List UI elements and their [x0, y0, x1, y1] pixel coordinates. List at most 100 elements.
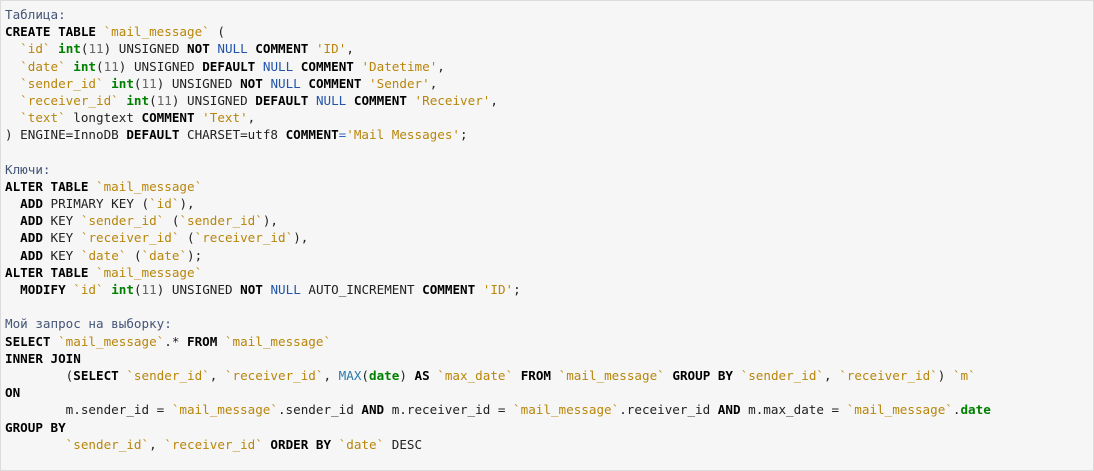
- code-token: [5, 437, 66, 452]
- code-line: MODIFY `id` int(11) UNSIGNED NOT NULL AU…: [5, 281, 1093, 298]
- code-token: KEY: [50, 247, 81, 263]
- code-token: `mail_message`: [96, 178, 203, 194]
- code-token: [5, 248, 20, 263]
- code-token: FROM: [520, 367, 559, 383]
- code-token: (: [179, 230, 195, 246]
- code-token: `id`: [149, 196, 180, 212]
- code-token: NOT: [187, 41, 218, 57]
- code-token: `receiver_id`: [164, 436, 263, 452]
- code-token: ) UNSIGNED: [156, 282, 241, 297]
- code-token: Ключи:: [5, 161, 51, 177]
- code-token: ,: [149, 436, 165, 452]
- code-token: ): [937, 367, 953, 383]
- code-token: COMMENT: [285, 127, 339, 143]
- code-token: `date`: [80, 247, 127, 263]
- code-token: [5, 230, 20, 245]
- code-token: ADD: [20, 230, 51, 246]
- code-token: =: [338, 127, 347, 143]
- code-token: INNER JOIN: [5, 350, 81, 366]
- code-token: ;: [459, 127, 468, 143]
- code-token: `sender_id`: [740, 367, 825, 383]
- code-token: 'Mail Messages': [346, 127, 460, 143]
- code-line: [5, 144, 1093, 161]
- code-token: AS: [414, 367, 438, 383]
- code-token: SELECT: [73, 367, 127, 383]
- code-token: `date`: [141, 247, 188, 263]
- code-line: ) ENGINE=InnoDB DEFAULT CHARSET=utf8 COM…: [5, 126, 1093, 143]
- code-token: ) UNSIGNED: [118, 58, 203, 74]
- code-token: longtext: [65, 110, 142, 126]
- code-token: NULL: [270, 282, 309, 297]
- code-line: (SELECT `sender_id`, `receiver_id`, MAX(…: [5, 367, 1093, 384]
- code-token: `id`: [20, 41, 51, 57]
- code-token: [51, 41, 59, 56]
- code-token: PRIMARY KEY (: [50, 196, 150, 212]
- code-token: ) ENGINE=InnoDB: [5, 127, 127, 143]
- code-token: [5, 196, 20, 211]
- code-token: ADD: [20, 247, 51, 263]
- code-line: [5, 298, 1093, 315]
- code-token: 11: [141, 75, 157, 91]
- code-token: `m`: [952, 367, 976, 383]
- code-token: ) UNSIGNED: [171, 92, 256, 108]
- code-token: (: [164, 213, 180, 229]
- code-token: [5, 59, 20, 74]
- code-token: COMMENT: [308, 75, 370, 91]
- code-line: ADD KEY `sender_id` (`sender_id`),: [5, 212, 1093, 229]
- code-token: 11: [88, 41, 104, 57]
- code-token: NOT: [240, 282, 271, 297]
- code-token: CHARSET=utf8: [187, 127, 286, 143]
- code-token: MODIFY: [20, 282, 74, 297]
- code-token: ),: [293, 230, 309, 246]
- code-line: GROUP BY: [5, 419, 1093, 436]
- code-line: `sender_id` int(11) UNSIGNED NOT NULL CO…: [5, 75, 1093, 92]
- code-line: ADD KEY `date` (`date`);: [5, 247, 1093, 264]
- code-token: (: [133, 75, 142, 91]
- code-token: ;: [513, 282, 521, 297]
- code-token: [513, 368, 521, 383]
- code-token: ON: [5, 385, 21, 401]
- code-token: (: [133, 282, 142, 297]
- code-token: 'Receiver': [414, 92, 491, 108]
- code-line: `receiver_id` int(11) UNSIGNED DEFAULT N…: [5, 92, 1093, 109]
- code-token: Мой запрос на выборку:: [5, 316, 172, 332]
- code-token: NULL: [270, 75, 309, 91]
- code-line: Таблица:: [5, 6, 1093, 23]
- code-line: CREATE TABLE `mail_message` (: [5, 23, 1093, 40]
- code-token: int: [111, 75, 134, 91]
- code-token: `sender_id`: [65, 436, 150, 452]
- code-token: ) UNSIGNED: [156, 75, 241, 91]
- code-token: date: [960, 402, 991, 418]
- code-token: FROM: [186, 333, 225, 349]
- code-token: int: [111, 282, 134, 297]
- code-token: (: [80, 41, 89, 57]
- code-token: ),: [262, 213, 279, 229]
- code-token: `mail_message`: [846, 402, 953, 418]
- code-line: `id` int(11) UNSIGNED NOT NULL COMMENT '…: [5, 40, 1093, 57]
- code-token: (: [5, 367, 74, 383]
- code-token: m.receiver_id =: [391, 402, 514, 418]
- code-token: NULL: [262, 58, 301, 74]
- code-token: ,: [437, 58, 445, 74]
- code-token: `receiver_id`: [194, 230, 294, 246]
- code-token: 'ID': [482, 282, 514, 297]
- code-token: ALTER TABLE: [5, 178, 96, 194]
- code-token: ,: [346, 41, 354, 57]
- code-token: m.sender_id =: [5, 402, 172, 418]
- code-token: 11: [141, 282, 157, 297]
- code-line: ALTER TABLE `mail_message`: [5, 178, 1093, 195]
- code-token: `mail_message`: [58, 333, 165, 349]
- code-token: .receiver_id: [619, 402, 718, 418]
- code-token: ): [399, 367, 415, 383]
- code-token: CREATE TABLE: [5, 24, 104, 40]
- code-token: DEFAULT: [126, 127, 187, 143]
- code-line: ADD PRIMARY KEY (`id`),: [5, 195, 1093, 212]
- code-token: ) UNSIGNED: [103, 41, 188, 57]
- sql-code[interactable]: Таблица:CREATE TABLE `mail_message` ( `i…: [1, 1, 1093, 453]
- code-token: AND: [717, 402, 749, 418]
- code-token: COMMENT: [255, 41, 316, 57]
- code-line: ADD KEY `receiver_id` (`receiver_id`),: [5, 229, 1093, 246]
- code-token: SELECT: [5, 333, 59, 349]
- code-token: `mail_message`: [558, 367, 665, 383]
- code-token: DEFAULT: [202, 58, 263, 74]
